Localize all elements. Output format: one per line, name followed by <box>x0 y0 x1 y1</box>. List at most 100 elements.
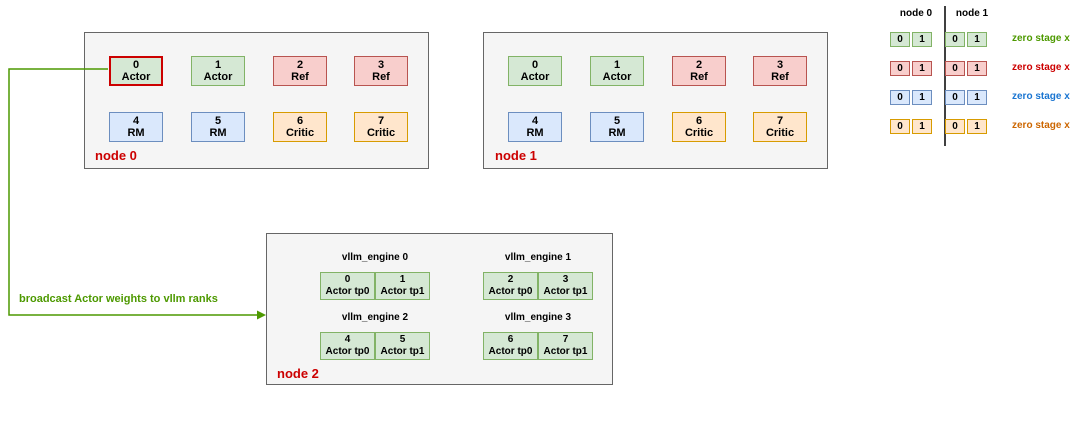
legend-cell: 0 <box>945 32 965 47</box>
legend-cell: 1 <box>912 90 932 105</box>
legend-label: zero stage x <box>1012 120 1070 131</box>
rank-role: Critic <box>684 127 714 139</box>
vllm-rank-role: Actor tp0 <box>488 346 533 357</box>
rank-role: RM <box>127 127 145 139</box>
legend-label: zero stage x <box>1012 33 1070 44</box>
rank-id: 1 <box>214 59 222 71</box>
rank-id: 4 <box>531 115 539 127</box>
legend-cell: 1 <box>967 32 987 47</box>
legend-cell: 1 <box>967 119 987 134</box>
vllm-rank-role: Actor tp0 <box>325 346 370 357</box>
rank-id: 4 <box>132 115 140 127</box>
legend-cell: 1 <box>912 61 932 76</box>
vllm-rank-id: 3 <box>562 274 569 285</box>
rank-id: 7 <box>377 115 385 127</box>
legend-cell: 1 <box>967 61 987 76</box>
node-1-box <box>483 32 828 169</box>
rank-id: 6 <box>695 115 703 127</box>
rank-role: RM <box>608 127 626 139</box>
rank-id: 3 <box>776 59 784 71</box>
rank-role: Actor <box>520 71 550 83</box>
rank-role: Ref <box>690 71 708 83</box>
vllm-rank-id: 5 <box>399 334 406 345</box>
vllm-rank-id: 2 <box>507 274 514 285</box>
vllm-rank-id: 6 <box>507 334 514 345</box>
node-2-label: node 2 <box>277 366 319 381</box>
legend-cell: 0 <box>890 32 910 47</box>
rank-id: 7 <box>776 115 784 127</box>
vllm-rank-role: Actor tp0 <box>488 286 533 297</box>
vllm-rank-role: Actor tp1 <box>543 286 588 297</box>
rank-id: 6 <box>296 115 304 127</box>
rank-role: Ref <box>771 71 789 83</box>
rank-id: 5 <box>613 115 621 127</box>
legend-cell: 0 <box>945 90 965 105</box>
node-1-label: node 1 <box>495 148 537 163</box>
legend-header-node-0: node 0 <box>899 8 933 19</box>
broadcast-label: broadcast Actor weights to vllm ranks <box>19 293 218 305</box>
vllm-engine-title: vllm_engine 0 <box>341 252 409 263</box>
rank-id: 0 <box>132 59 140 71</box>
vllm-rank-id: 1 <box>399 274 406 285</box>
rank-id: 5 <box>214 115 222 127</box>
legend-label: zero stage x <box>1012 62 1070 73</box>
legend-cell: 0 <box>890 90 910 105</box>
rank-role: Critic <box>765 127 795 139</box>
rank-role: Ref <box>291 71 309 83</box>
legend-label: zero stage x <box>1012 91 1070 102</box>
legend-cell: 1 <box>967 90 987 105</box>
vllm-rank-role: Actor tp1 <box>543 346 588 357</box>
vllm-rank-role: Actor tp1 <box>380 346 425 357</box>
vllm-engine-title: vllm_engine 3 <box>504 312 572 323</box>
rank-role: Actor <box>602 71 632 83</box>
rank-role: RM <box>209 127 227 139</box>
node-0-box <box>84 32 429 169</box>
legend-cell: 0 <box>945 119 965 134</box>
rank-id: 3 <box>377 59 385 71</box>
broadcast-arrow-line <box>8 68 258 316</box>
rank-role: Actor <box>121 71 151 83</box>
rank-role: Critic <box>366 127 396 139</box>
vllm-rank-id: 0 <box>344 274 351 285</box>
rank-id: 0 <box>531 59 539 71</box>
legend-cell: 1 <box>912 119 932 134</box>
broadcast-arrow-head <box>257 310 266 320</box>
legend-cell: 0 <box>945 61 965 76</box>
rank-id: 2 <box>695 59 703 71</box>
vllm-rank-id: 7 <box>562 334 569 345</box>
vllm-rank-role: Actor tp1 <box>380 286 425 297</box>
vllm-engine-title: vllm_engine 2 <box>341 312 409 323</box>
rank-role: Critic <box>285 127 315 139</box>
legend-cell: 1 <box>912 32 932 47</box>
rank-id: 1 <box>613 59 621 71</box>
rank-role: RM <box>526 127 544 139</box>
vllm-engine-title: vllm_engine 1 <box>504 252 572 263</box>
vllm-rank-id: 4 <box>344 334 351 345</box>
legend-header-node-1: node 1 <box>955 8 989 19</box>
rank-role: Actor <box>203 71 233 83</box>
rank-id: 2 <box>296 59 304 71</box>
vllm-rank-role: Actor tp0 <box>325 286 370 297</box>
legend-cell: 0 <box>890 61 910 76</box>
node-0-label: node 0 <box>95 148 137 163</box>
legend-cell: 0 <box>890 119 910 134</box>
